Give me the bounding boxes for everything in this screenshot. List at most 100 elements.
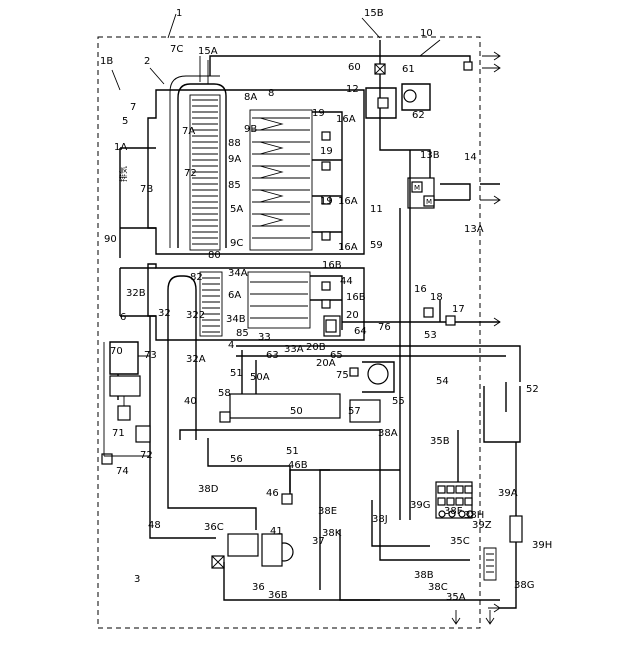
hot-water-pipe-10	[210, 56, 470, 76]
label-82: 82	[190, 272, 203, 283]
label-38C: 38C	[428, 582, 448, 593]
label-60: 60	[348, 62, 361, 73]
arrow-right-mid	[480, 196, 500, 204]
label-1A: 1A	[114, 142, 127, 153]
label-72b: 72	[140, 450, 153, 461]
line-46B	[290, 470, 330, 500]
label-72: 72	[184, 168, 197, 179]
label-34A: 34A	[228, 268, 248, 279]
label-38J: 38J	[372, 514, 388, 525]
label-9A: 9A	[228, 154, 241, 165]
upper-combustion-case	[148, 90, 364, 254]
label-48: 48	[148, 520, 161, 531]
label-35C: 35C	[450, 536, 470, 547]
label-76: 76	[378, 322, 391, 333]
label-10: 10	[420, 28, 433, 39]
label-16Ab: 16A	[338, 196, 358, 207]
label-5A: 5A	[230, 204, 243, 215]
arrow-bottom	[452, 610, 460, 624]
controller-box	[110, 376, 140, 396]
valve-39A	[510, 516, 522, 542]
label-13B: 13B	[420, 150, 440, 161]
valve-36C	[228, 534, 258, 556]
label-32A: 32A	[186, 354, 206, 365]
label-90: 90	[104, 234, 117, 245]
label-51a: 51	[230, 368, 243, 379]
label-39A: 39A	[498, 488, 518, 499]
label-46: 46	[266, 488, 279, 499]
label-56: 56	[230, 454, 243, 465]
label-57: 57	[348, 406, 361, 417]
label-71: 71	[112, 428, 125, 439]
label-61: 61	[402, 64, 415, 75]
motor-13B-letter: M	[414, 184, 420, 192]
valve-18	[424, 308, 433, 317]
label-36C: 36C	[204, 522, 224, 533]
label-70: 70	[110, 346, 123, 357]
label-38F: 38F	[444, 506, 463, 517]
label-38A: 38A	[378, 428, 398, 439]
label-38K: 38K	[322, 528, 342, 539]
label-50A: 50A	[250, 372, 270, 383]
label-75: 75	[336, 370, 349, 381]
sensor-74	[102, 454, 112, 464]
label-20: 20	[346, 310, 359, 321]
label-16B: 16B	[322, 260, 342, 271]
label-38D: 38D	[198, 484, 219, 495]
label-64: 64	[354, 326, 367, 337]
tank-52	[484, 386, 520, 442]
label-58: 58	[218, 388, 231, 399]
label-37: 37	[312, 536, 325, 547]
valve-62	[378, 98, 388, 108]
label-18: 18	[430, 292, 443, 303]
remote-71	[118, 406, 130, 420]
gas-line-16	[342, 300, 500, 322]
upper-burner-array	[250, 110, 312, 250]
label-53: 53	[424, 330, 437, 341]
line-38E	[340, 530, 500, 600]
label-39Z: 39Z	[472, 520, 492, 531]
label-7A: 7A	[182, 126, 195, 137]
leader-lines	[112, 14, 440, 90]
arrow-gas-out	[488, 318, 500, 326]
label-7: 7	[130, 102, 136, 113]
motor-13B-b-letter: M	[426, 198, 432, 206]
label-19b: 19	[320, 146, 333, 157]
label-38B: 38B	[414, 570, 434, 581]
label-62: 62	[412, 110, 425, 121]
label-16Ac: 16A	[338, 242, 358, 253]
label-9B: 9B	[244, 124, 257, 135]
lower-valve-a	[322, 282, 330, 290]
label-50: 50	[290, 406, 303, 417]
lower-valve-b	[322, 300, 330, 308]
outlet-14	[440, 184, 500, 200]
label-36: 36	[252, 582, 265, 593]
valve-17	[446, 316, 455, 325]
label-8A: 8A	[244, 92, 257, 103]
lower-fin-stack	[200, 272, 222, 336]
label-35A: 35A	[446, 592, 466, 603]
label-5: 5	[122, 116, 128, 127]
label-8: 8	[268, 88, 274, 99]
remote-72	[136, 426, 150, 442]
label-16Aa: 16A	[336, 114, 356, 125]
gas-valve-20B	[326, 320, 336, 332]
sensor-58	[220, 412, 230, 422]
label-38G: 38G	[514, 580, 534, 591]
label-51b: 51	[286, 446, 299, 457]
label-4: 4	[228, 340, 234, 351]
neutralizer-50	[230, 394, 340, 418]
label-1: 1	[176, 8, 182, 19]
line-56	[208, 438, 290, 492]
label-16: 16	[414, 284, 427, 295]
label-32B: 32B	[126, 288, 146, 299]
label-19c: 19	[320, 196, 333, 207]
label-40: 40	[184, 396, 197, 407]
label-39G: 39G	[410, 500, 430, 511]
label-6: 6	[120, 312, 126, 323]
coil-39Z	[484, 548, 496, 580]
label-11: 11	[370, 204, 383, 215]
label-54: 54	[436, 376, 449, 387]
